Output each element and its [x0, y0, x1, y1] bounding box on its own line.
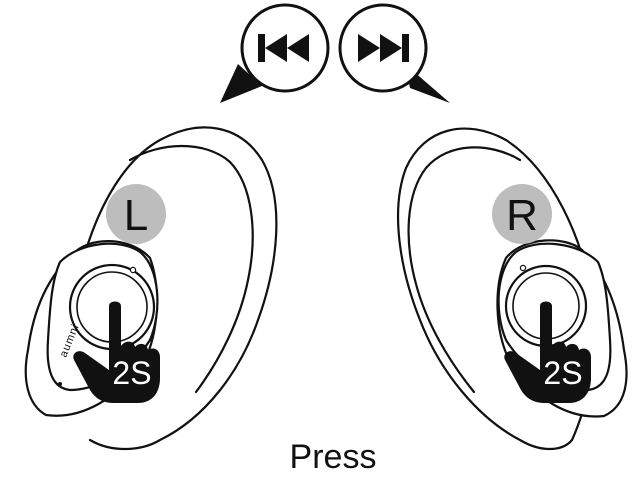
right-mic-hole: [519, 264, 527, 272]
left-side-label: L: [124, 191, 148, 240]
left-mic-hole: [129, 266, 137, 274]
skip-previous-icon: [258, 34, 309, 62]
right-side-label: R: [506, 191, 538, 240]
next-track-callout: [338, 3, 450, 103]
left-side-badge: L: [106, 184, 166, 244]
left-press-duration: 2S: [112, 355, 151, 391]
previous-track-callout: [220, 3, 330, 103]
left-status-dot: [58, 382, 62, 386]
previous-callout-pointer: [220, 64, 262, 103]
right-press-duration: 2S: [543, 355, 582, 391]
right-side-badge: R: [492, 184, 552, 244]
skip-next-icon: [358, 34, 409, 62]
diagram-caption: Press: [290, 438, 377, 476]
left-press-hand-icon: [73, 301, 160, 403]
right-press-hand-icon: [504, 301, 591, 403]
